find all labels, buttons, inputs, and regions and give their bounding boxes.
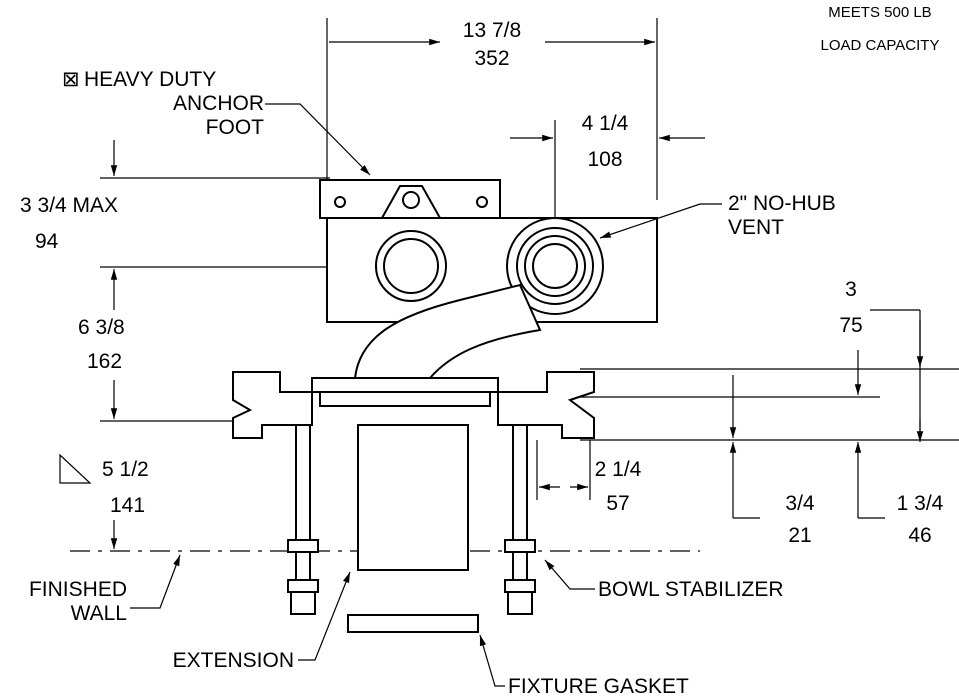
anchor-label-line-2: ANCHOR [173, 92, 264, 115]
labels: MEETS 500 LB LOAD CAPACITY 13 7/8 352 ⊠ … [20, 4, 944, 698]
mid-dimension-mm: 162 [87, 350, 122, 373]
capacity-line-1: MEETS 500 LB [828, 4, 931, 21]
vent-label-line-2: VENT [728, 216, 784, 239]
fixture-gasket-label: FIXTURE GASKET [508, 675, 689, 698]
finished-wall-line-1: FINISHED [29, 578, 127, 601]
top-dimension-mm: 94 [35, 230, 59, 253]
top-dimension: 3 3/4 MAX [20, 194, 118, 217]
stabilizer-offset-dimension-mm: 57 [606, 492, 629, 515]
right-dimension: 3 [845, 278, 857, 301]
width-dimension-mm: 352 [474, 47, 509, 70]
right-dimension-mm: 75 [839, 314, 862, 337]
anchor-label-line-1: HEAVY DUTY [84, 68, 216, 91]
leader-lines [130, 103, 722, 687]
vent-label-line-1: 2" NO-HUB [728, 192, 836, 215]
anchor-label-line-3: FOOT [206, 116, 264, 139]
vent-offset-dimension-mm: 108 [587, 148, 622, 171]
flange-dimension: 3/4 [785, 492, 815, 515]
outlet-dimension: 1 3/4 [897, 492, 944, 515]
width-dimension: 13 7/8 [463, 19, 521, 42]
mid-dimension: 6 3/8 [78, 316, 125, 339]
bowl-stabilizer-label: BOWL STABILIZER [598, 578, 784, 601]
extension-label: EXTENSION [173, 649, 294, 672]
anchor-prefix-icon: ⊠ [62, 68, 80, 91]
stabilizer-offset-dimension: 2 1/4 [595, 458, 642, 481]
flange-dimension-mm: 21 [788, 524, 811, 547]
carrier-assembly [232, 179, 658, 633]
finished-wall-line-2: WALL [71, 602, 127, 625]
capacity-line-2: LOAD CAPACITY [821, 37, 940, 54]
vent-offset-dimension: 4 1/4 [582, 112, 629, 135]
bottom-dimension: 5 1/2 [102, 458, 149, 481]
outlet-dimension-mm: 46 [908, 524, 931, 547]
bottom-triangle-icon [59, 453, 92, 484]
bottom-dimension-mm: 141 [110, 494, 145, 517]
